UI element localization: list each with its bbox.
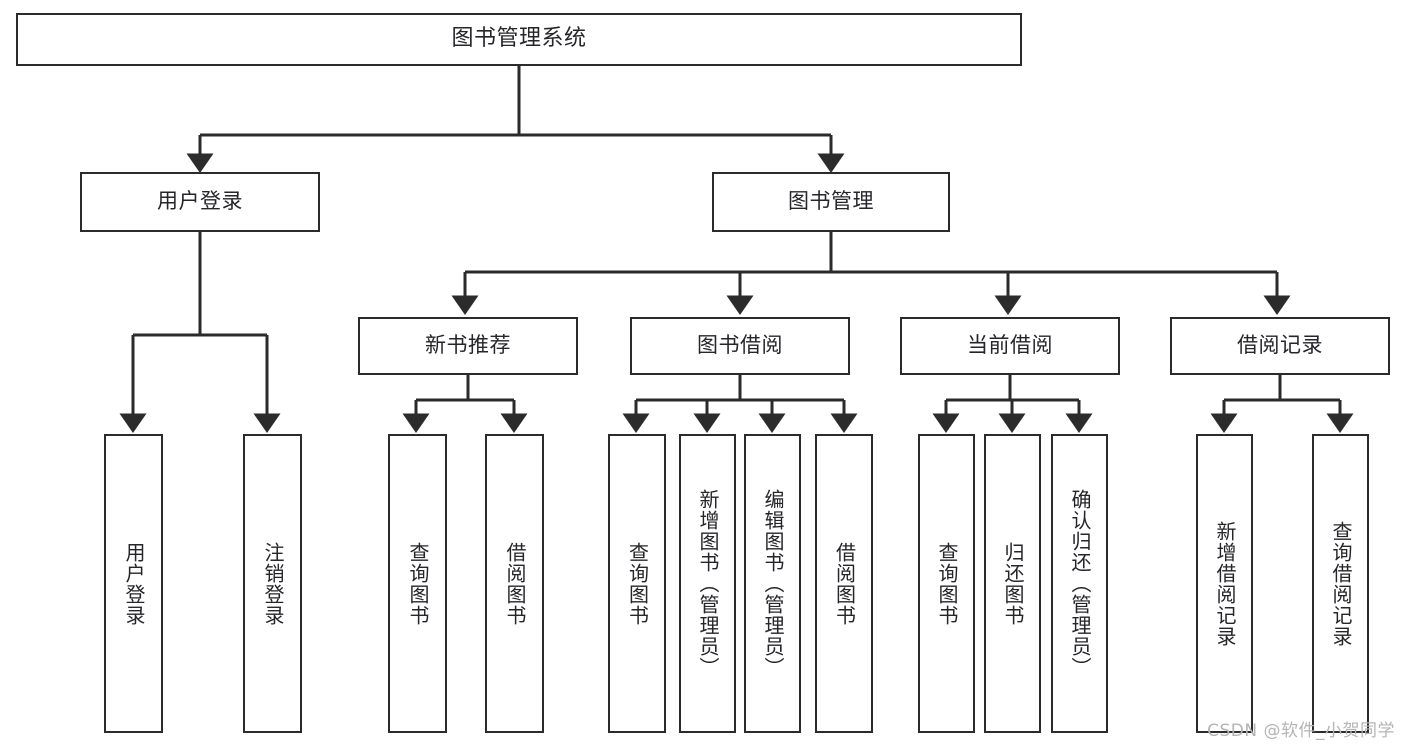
leaf-edit-book-admin[interactable]: 编辑图书（管理员） [744, 434, 801, 733]
leaf-user-login[interactable]: 用户登录 [104, 434, 163, 733]
node-root-system[interactable]: 图书管理系统 [16, 13, 1022, 66]
leaf-borrow-book[interactable]: 借阅图书 [815, 434, 873, 733]
leaf-add-borrow-record[interactable]: 新增借阅记录 [1196, 434, 1253, 733]
leaf-confirm-return-admin[interactable]: 确认归还（管理员） [1051, 434, 1108, 733]
node-new-book-recommend[interactable]: 新书推荐 [358, 317, 578, 375]
node-borrow-record[interactable]: 借阅记录 [1170, 317, 1390, 375]
leaf-query-book-borrow[interactable]: 查询图书 [608, 434, 666, 733]
leaf-query-book-recommend[interactable]: 查询图书 [388, 434, 447, 733]
leaf-logout[interactable]: 注销登录 [243, 434, 302, 733]
leaf-add-book-admin[interactable]: 新增图书（管理员） [679, 434, 736, 733]
node-book-borrow[interactable]: 图书借阅 [630, 317, 850, 375]
node-book-management[interactable]: 图书管理 [712, 172, 950, 232]
leaf-return-book[interactable]: 归还图书 [984, 434, 1041, 733]
node-user-login[interactable]: 用户登录 [80, 172, 320, 232]
csdn-watermark: CSDN @软件_小贺同学 [1207, 721, 1395, 741]
node-current-borrow[interactable]: 当前借阅 [900, 317, 1120, 375]
leaf-query-borrow-record[interactable]: 查询借阅记录 [1312, 434, 1369, 733]
leaf-query-book-current[interactable]: 查询图书 [918, 434, 975, 733]
leaf-borrow-book-recommend[interactable]: 借阅图书 [485, 434, 544, 733]
